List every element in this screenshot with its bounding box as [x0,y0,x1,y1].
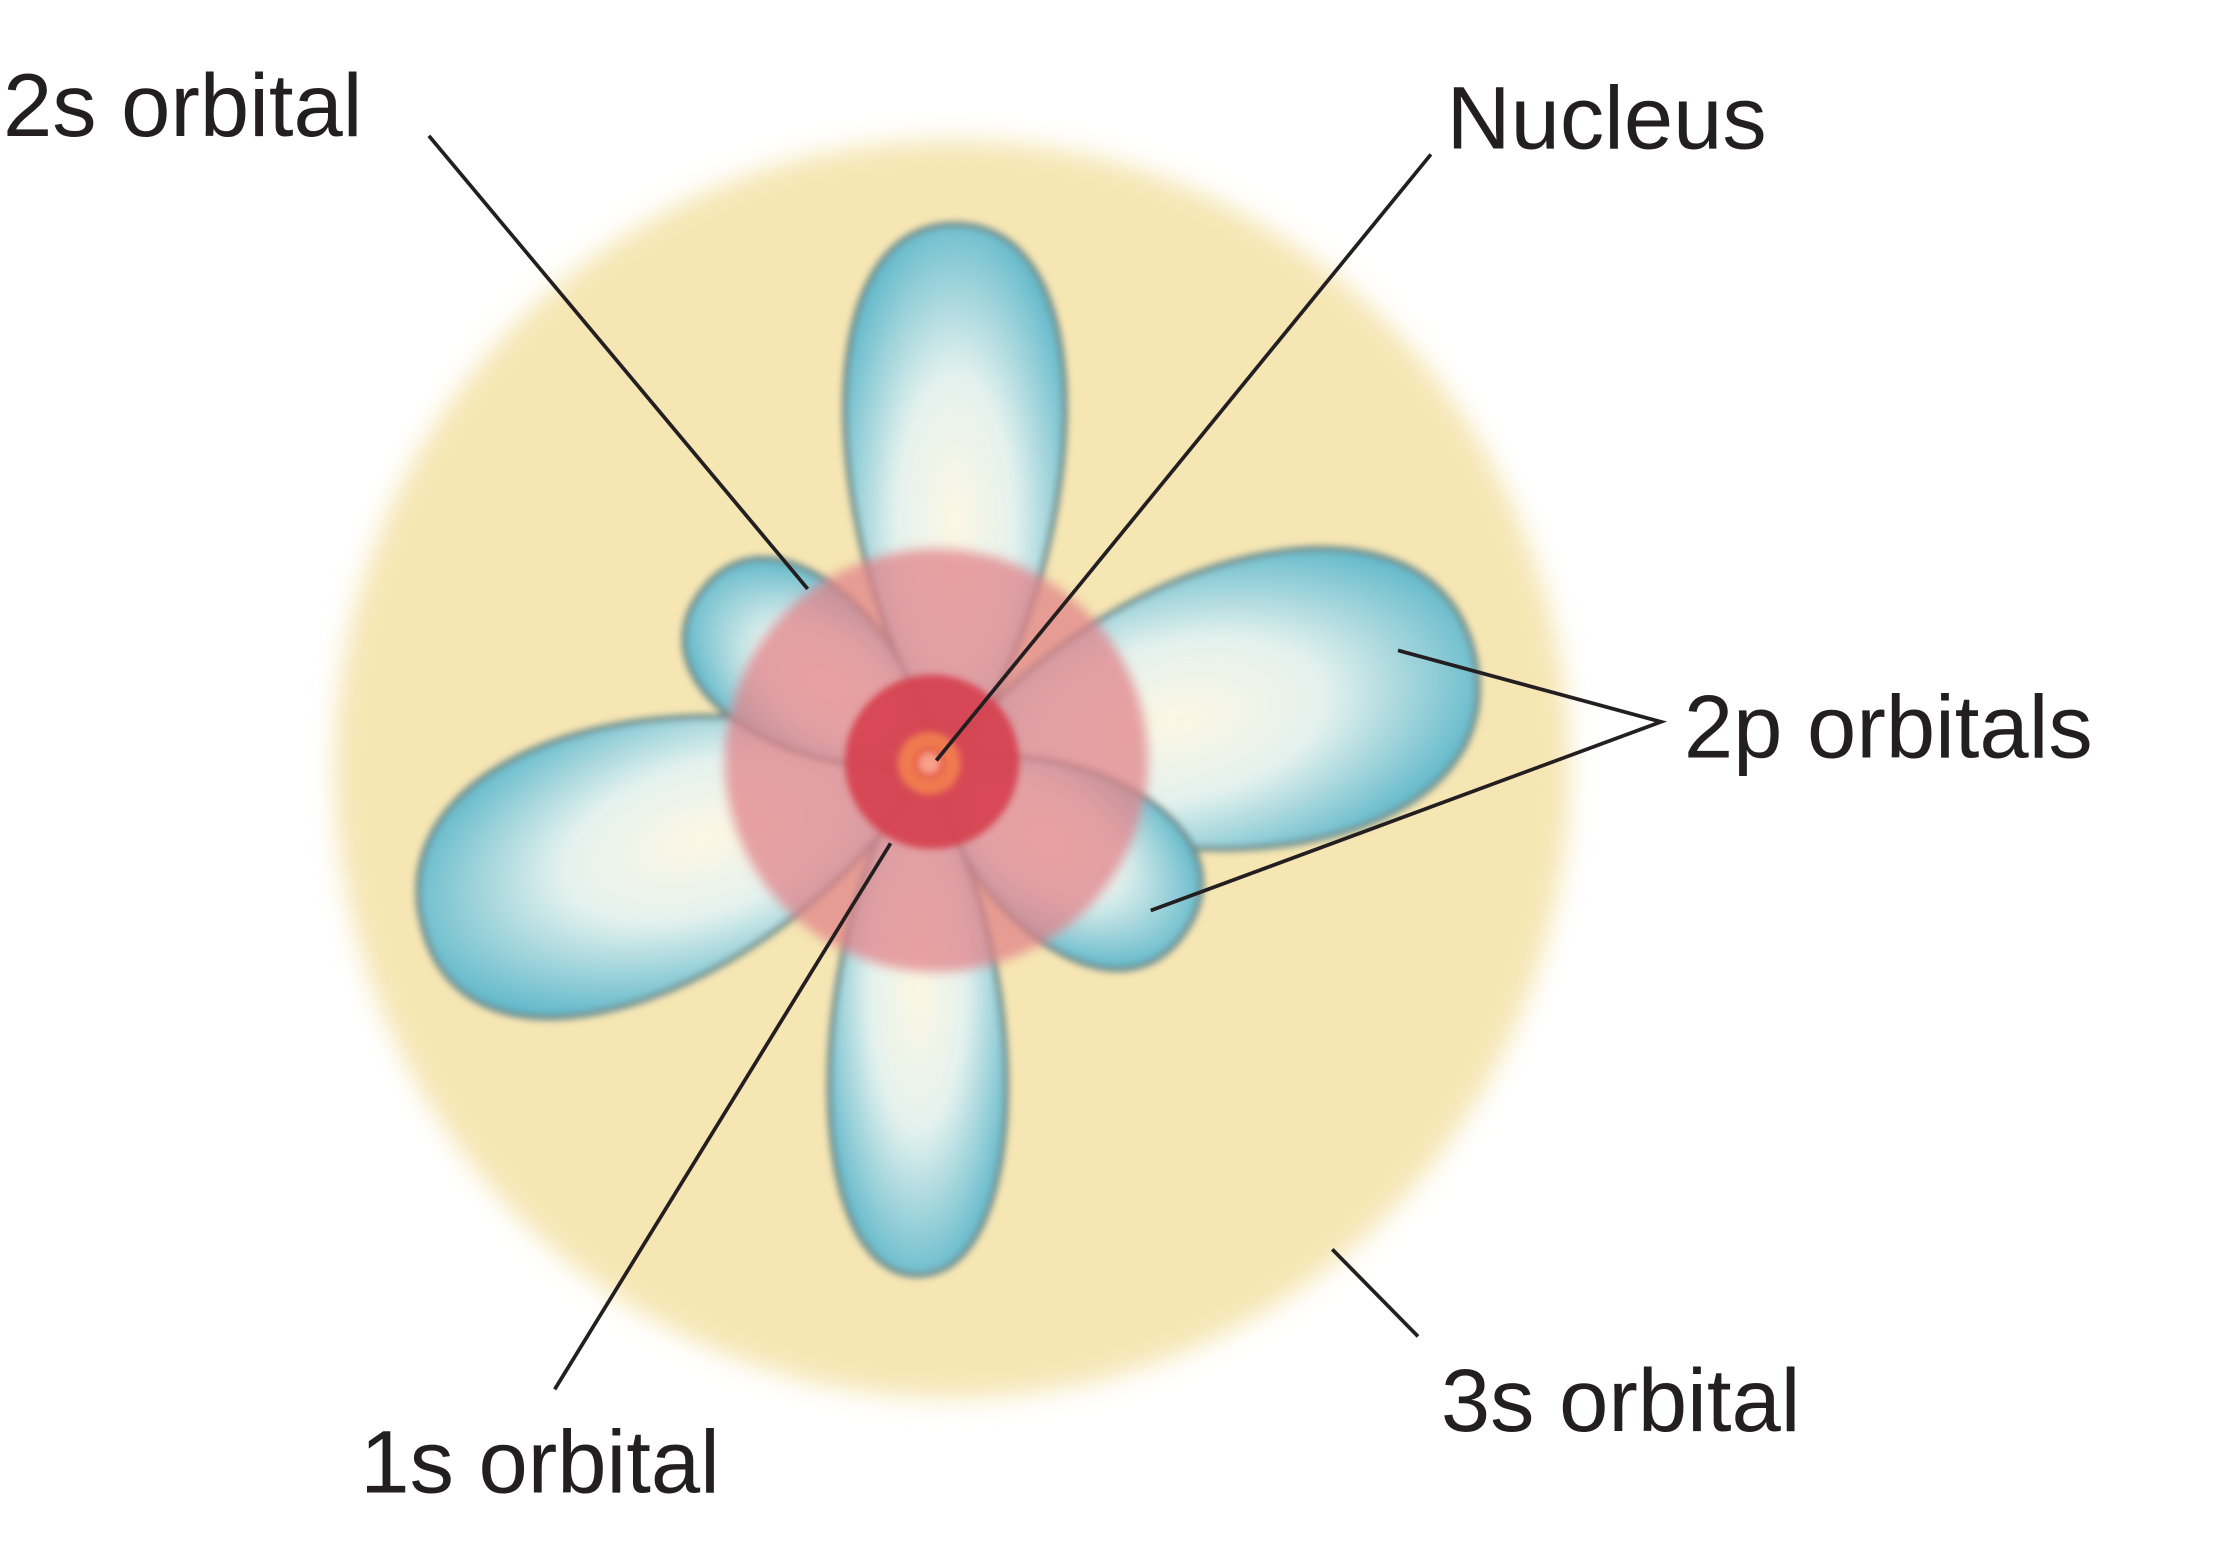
leader-2s [427,134,810,591]
label-2p-orbitals: 2p orbitals [1684,678,2093,777]
leader-nucleus [934,153,1433,762]
nucleus-core [914,748,945,779]
leader-3s [1330,1247,1420,1338]
leader-1s [553,842,893,1391]
label-2s-orbital: 2s orbital [3,56,363,155]
leader-2p [1150,648,1668,913]
label-nucleus: Nucleus [1447,69,1767,168]
label-3s-orbital: 3s orbital [1441,1351,1801,1450]
label-1s-orbital: 1s orbital [360,1412,720,1511]
